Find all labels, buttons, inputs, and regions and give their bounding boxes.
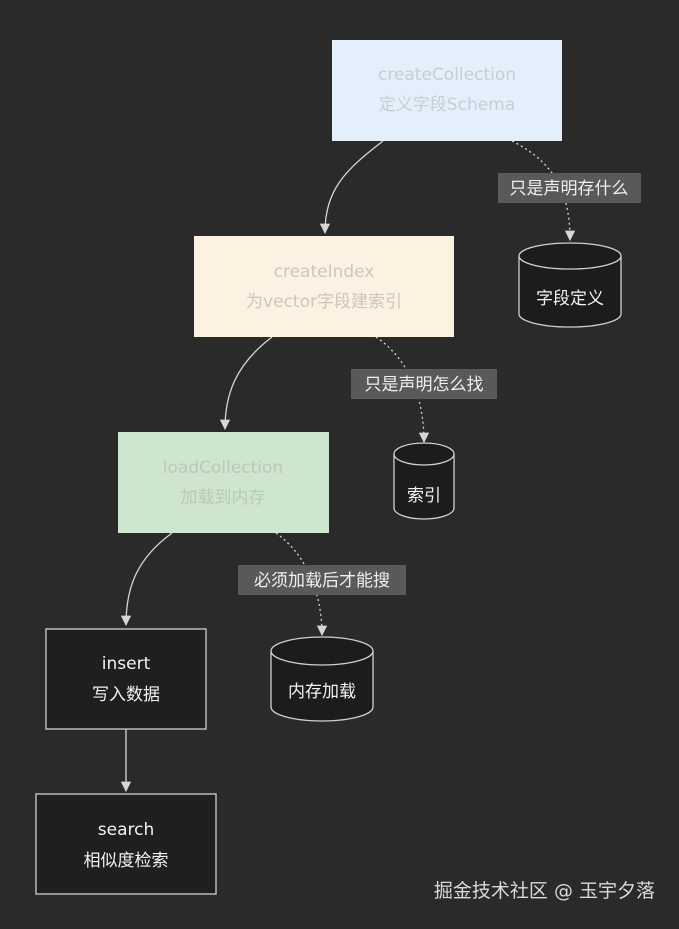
edge-label-must-load: 必须加载后才能搜 — [238, 565, 406, 595]
node-subtitle: 写入数据 — [92, 685, 160, 705]
node-subtitle: 加载到内存 — [181, 488, 266, 508]
store-memory-load: 内存加载 — [270, 636, 374, 722]
node-create-collection: createCollection 定义字段Schema — [332, 40, 562, 141]
node-subtitle: 相似度检索 — [84, 851, 169, 871]
watermark: 掘金技术社区 @ 玉宇夕落 — [433, 880, 655, 902]
store-index: 索引 — [393, 442, 455, 520]
node-subtitle: 为vector字段建索引 — [246, 292, 402, 312]
edge-label-declare-how: 只是声明怎么找 — [351, 369, 497, 399]
edge-createcollection-to-createindex — [319, 140, 384, 235]
edge-createindex-to-loadcollection — [219, 336, 273, 431]
node-insert: insert 写入数据 — [45, 628, 207, 730]
edge-label-text: 必须加载后才能搜 — [254, 571, 390, 591]
node-create-index: createIndex 为vector字段建索引 — [194, 236, 454, 337]
store-field-definition: 字段定义 — [518, 242, 622, 328]
node-title: loadCollection — [163, 458, 283, 478]
store-label: 内存加载 — [288, 682, 356, 702]
node-load-collection: loadCollection 加载到内存 — [118, 432, 329, 533]
edge-label-declare-what: 只是声明存什么 — [498, 173, 641, 203]
edge-loadcollection-to-insert — [120, 532, 173, 627]
edge-label-text: 只是声明怎么找 — [365, 375, 484, 395]
node-search: search 相似度检索 — [35, 793, 217, 895]
node-subtitle: 定义字段Schema — [379, 95, 515, 115]
node-title: createIndex — [274, 262, 375, 282]
edge-createindex-to-index — [375, 336, 430, 444]
node-title: createCollection — [378, 65, 516, 85]
node-title: insert — [102, 654, 151, 674]
node-title: search — [98, 820, 154, 840]
store-label: 索引 — [407, 486, 441, 506]
edge-label-text: 只是声明存什么 — [510, 179, 629, 199]
store-label: 字段定义 — [536, 289, 604, 309]
